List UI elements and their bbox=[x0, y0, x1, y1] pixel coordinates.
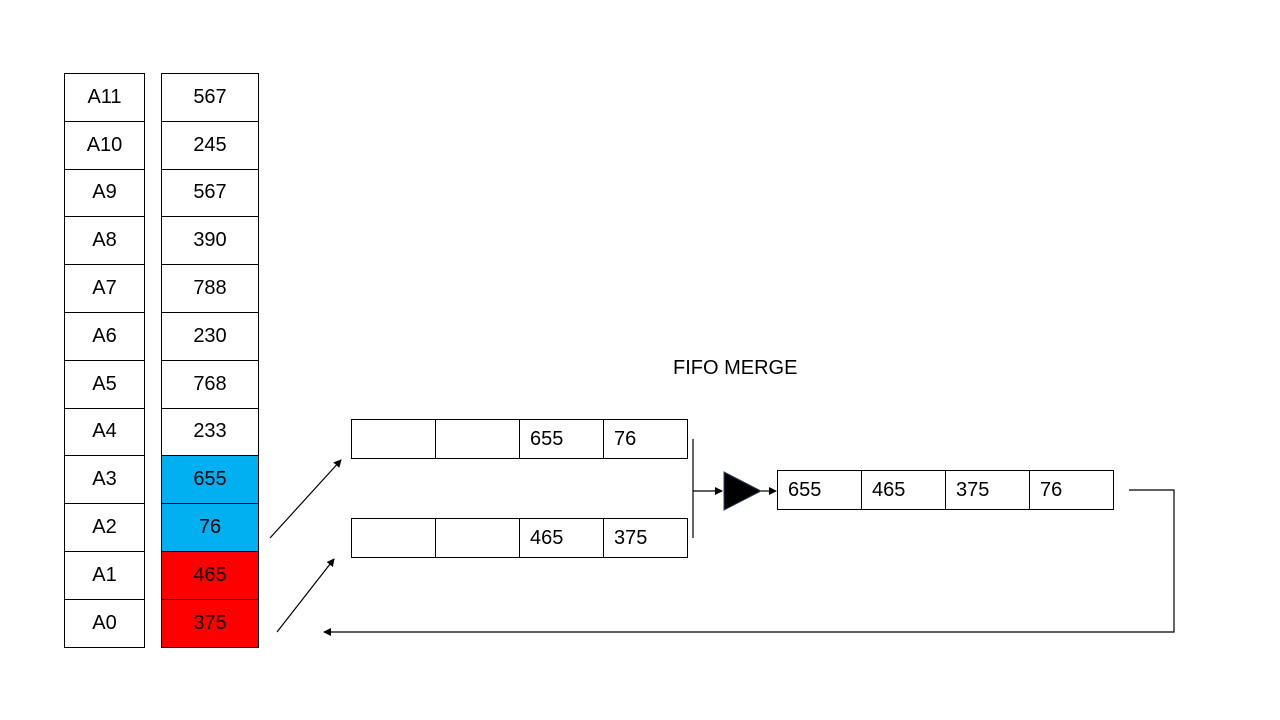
fifo-slot: 375 bbox=[946, 471, 1030, 509]
address-cell: A1 bbox=[65, 552, 144, 600]
fifo-slot bbox=[436, 519, 520, 557]
fifo-slot: 76 bbox=[1030, 471, 1114, 509]
arrow-to-top-fifo bbox=[269, 459, 342, 539]
address-cell: A3 bbox=[65, 456, 144, 505]
fifo-input-top: 655 76 bbox=[351, 419, 688, 459]
address-cell: A6 bbox=[65, 313, 144, 361]
address-cell: A7 bbox=[65, 265, 144, 313]
value-cell-highlight-red: 465 bbox=[162, 551, 258, 600]
fifo-slot bbox=[436, 420, 520, 458]
fifo-slot: 655 bbox=[520, 420, 604, 458]
address-cell: A8 bbox=[65, 217, 144, 266]
value-cell: 768 bbox=[162, 361, 258, 409]
value-column: 567 245 567 390 788 230 768 233 655 76 4… bbox=[161, 73, 259, 648]
fifo-slot bbox=[352, 420, 436, 458]
feedback-wire bbox=[323, 489, 1175, 636]
address-cell: A10 bbox=[65, 122, 144, 170]
value-cell: 390 bbox=[162, 217, 258, 266]
value-cell: 567 bbox=[162, 74, 258, 122]
arrow-to-bottom-fifo bbox=[276, 558, 335, 633]
fifo-slot: 465 bbox=[520, 519, 604, 557]
value-cell: 230 bbox=[162, 313, 258, 361]
value-cell: 245 bbox=[162, 122, 258, 170]
value-cell-highlight-blue: 655 bbox=[162, 456, 258, 505]
address-cell: A11 bbox=[65, 74, 144, 122]
fifo-slot: 76 bbox=[604, 420, 688, 458]
merge-triangle-icon bbox=[723, 471, 763, 511]
fifo-slot bbox=[352, 519, 436, 557]
value-cell-highlight-red: 375 bbox=[162, 599, 258, 648]
address-cell: A0 bbox=[65, 600, 144, 648]
value-cell: 788 bbox=[162, 265, 258, 313]
address-cell: A5 bbox=[65, 361, 144, 409]
fifo-output: 655 465 375 76 bbox=[777, 470, 1114, 510]
value-cell: 567 bbox=[162, 170, 258, 218]
value-cell-highlight-blue: 76 bbox=[162, 504, 258, 552]
fifo-input-bottom: 465 375 bbox=[351, 518, 688, 558]
fifo-slot: 465 bbox=[862, 471, 946, 509]
diagram-title: FIFO MERGE bbox=[673, 357, 798, 379]
fifo-slot: 375 bbox=[604, 519, 688, 557]
address-cell: A4 bbox=[65, 409, 144, 457]
address-cell: A9 bbox=[65, 170, 144, 218]
address-column: A11 A10 A9 A8 A7 A6 A5 A4 A3 A2 A1 A0 bbox=[64, 73, 145, 648]
value-cell: 233 bbox=[162, 409, 258, 457]
address-cell: A2 bbox=[65, 504, 144, 552]
fifo-slot: 655 bbox=[778, 471, 862, 509]
